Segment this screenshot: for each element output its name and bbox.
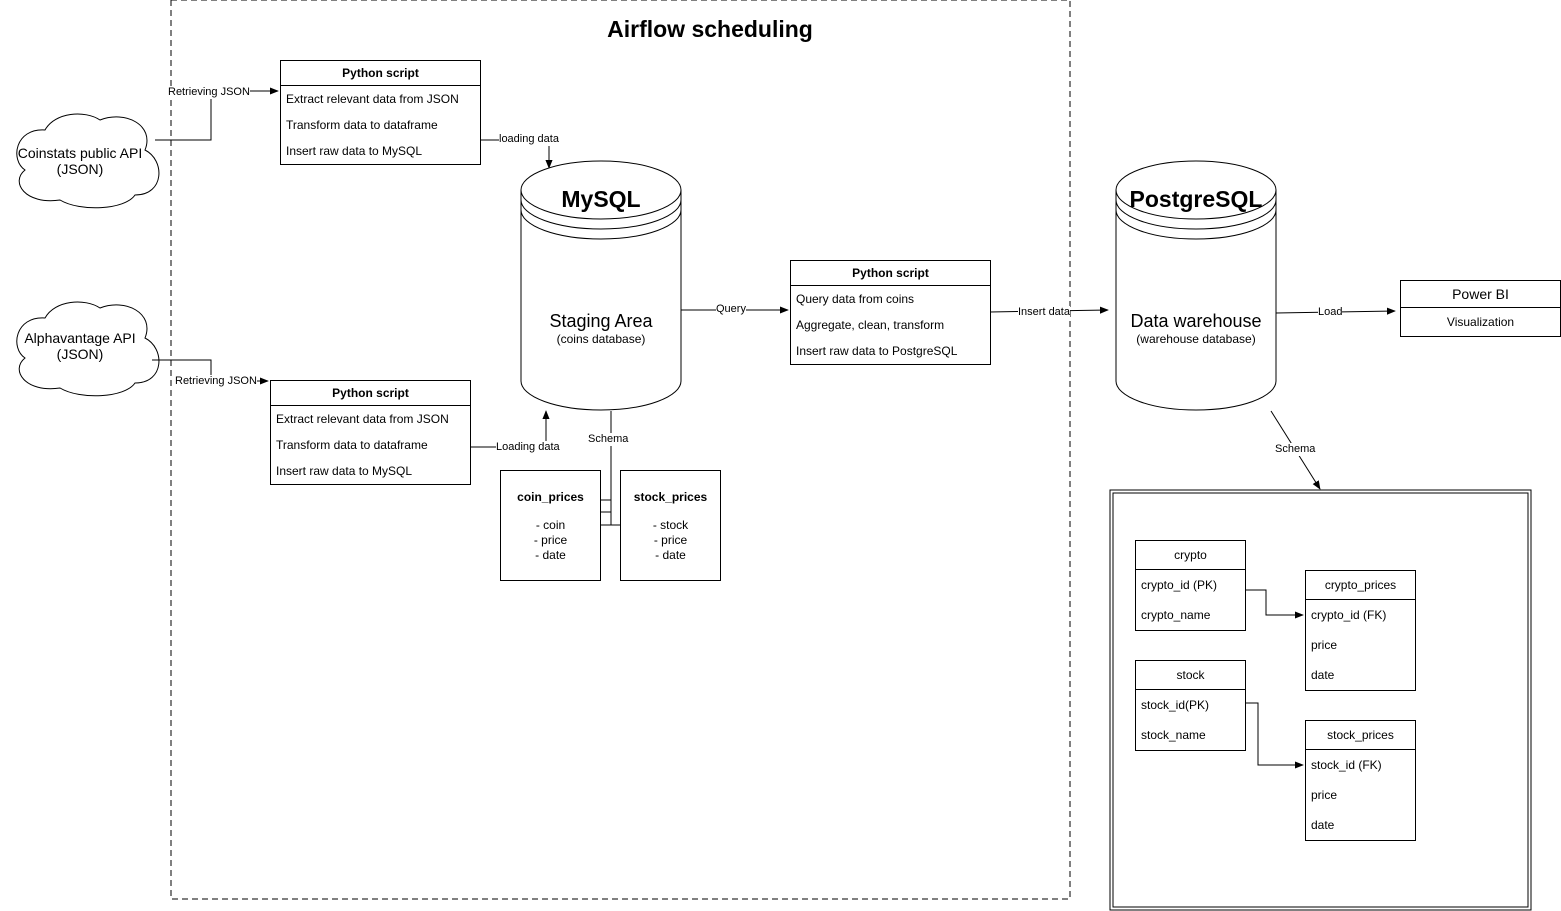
edge-label-schema-pg: Schema <box>1275 443 1316 456</box>
entity-name: crypto <box>1136 541 1245 570</box>
script-title: Python script <box>271 381 470 406</box>
entity-name: crypto_prices <box>1306 571 1415 600</box>
script-title: Python script <box>791 261 990 286</box>
entity-field: stock_id(PK) <box>1141 698 1210 712</box>
edge-label-loading-coin: loading data <box>499 133 559 146</box>
entity-field: crypto_id (PK) <box>1141 578 1218 592</box>
entity-field: price <box>1311 788 1338 802</box>
source-alphavantage: Alphavantage API (JSON) <box>10 330 150 362</box>
entity-field: stock_id (FK) <box>1311 758 1382 772</box>
mysql-name: MySQL <box>561 186 641 212</box>
airflow-title: Airflow scheduling <box>607 16 813 42</box>
entity-field: date <box>1311 668 1335 682</box>
table-name: coin_prices <box>517 490 584 504</box>
source-coinstats: Coinstats public API (JSON) <box>10 145 150 177</box>
mysql-sublabel: (coins database) <box>556 332 646 346</box>
edge-label-retrieving-coin: Retrieving JSON <box>168 86 250 99</box>
cloud-coinstats <box>16 113 160 209</box>
edge-label-query: Query <box>716 303 746 316</box>
script-title: Python script <box>281 61 480 86</box>
erd-entity-stock-prices: stock_prices stock_id (FK) price date <box>1305 720 1416 841</box>
edge-label-retrieving-stock: Retrieving JSON <box>175 375 257 388</box>
script-step: Transform data to dataframe <box>276 438 428 452</box>
mysql-cylinder <box>520 160 682 411</box>
cloud-alphavantage <box>16 301 160 397</box>
table-column: - date <box>535 548 566 562</box>
source-alphavantage-format: (JSON) <box>56 346 104 362</box>
table-column: - coin <box>535 518 566 532</box>
edge-label-schema-mysql: Schema <box>588 433 629 446</box>
entity-name: stock_prices <box>1306 721 1415 750</box>
mysql-label: Staging Area <box>549 311 653 331</box>
powerbi-box: Power BI Visualization <box>1400 280 1561 337</box>
edge-label-load: Load <box>1318 306 1343 319</box>
script-step: Insert raw data to MySQL <box>286 144 423 158</box>
staging-table-coin-prices: coin_prices - coin - price - date <box>500 470 601 581</box>
python-script-coin-ingest: Python script Extract relevant data from… <box>280 60 481 165</box>
script-step: Insert raw data to MySQL <box>276 464 413 478</box>
edge-label-insert: Insert data <box>1018 306 1070 319</box>
warehouse-schema-frame-inner <box>1112 492 1529 908</box>
postgres-name: PostgreSQL <box>1129 186 1263 212</box>
edge-label-loading-stock: Loading data <box>496 441 560 454</box>
entity-field: stock_name <box>1141 728 1206 742</box>
script-step: Transform data to dataframe <box>286 118 438 132</box>
python-script-warehouse-load: Python script Query data from coins Aggr… <box>790 260 991 365</box>
table-name: stock_prices <box>633 490 708 504</box>
powerbi-row: Visualization <box>1446 315 1515 329</box>
script-step: Insert raw data to PostgreSQL <box>796 344 958 358</box>
table-column: - price <box>533 533 568 547</box>
entity-field: price <box>1311 638 1338 652</box>
staging-table-stock-prices: stock_prices - stock - price - date <box>620 470 721 581</box>
table-column: - price <box>653 533 688 547</box>
entity-field: crypto_id (FK) <box>1311 608 1387 622</box>
script-step: Extract relevant data from JSON <box>286 92 459 106</box>
postgres-cylinder <box>1115 160 1277 411</box>
python-script-stock-ingest: Python script Extract relevant data from… <box>270 380 471 485</box>
source-alphavantage-name: Alphavantage API <box>24 330 136 346</box>
entity-field: crypto_name <box>1141 608 1211 622</box>
erd-entity-crypto: crypto crypto_id (PK) crypto_name <box>1135 540 1246 631</box>
erd-entity-crypto-prices: crypto_prices crypto_id (FK) price date <box>1305 570 1416 691</box>
erd-entity-stock: stock stock_id(PK) stock_name <box>1135 660 1246 751</box>
source-coinstats-format: (JSON) <box>56 161 104 177</box>
table-column: - date <box>655 548 686 562</box>
entity-name: stock <box>1136 661 1245 690</box>
script-step: Aggregate, clean, transform <box>796 318 945 332</box>
postgres-sublabel: (warehouse database) <box>1136 332 1256 346</box>
source-coinstats-name: Coinstats public API <box>17 145 143 161</box>
script-step: Extract relevant data from JSON <box>276 412 449 426</box>
postgres-label: Data warehouse <box>1130 311 1262 331</box>
entity-field: date <box>1311 818 1335 832</box>
powerbi-title: Power BI <box>1401 281 1560 308</box>
script-step: Query data from coins <box>796 292 915 306</box>
table-column: - stock <box>652 518 689 532</box>
